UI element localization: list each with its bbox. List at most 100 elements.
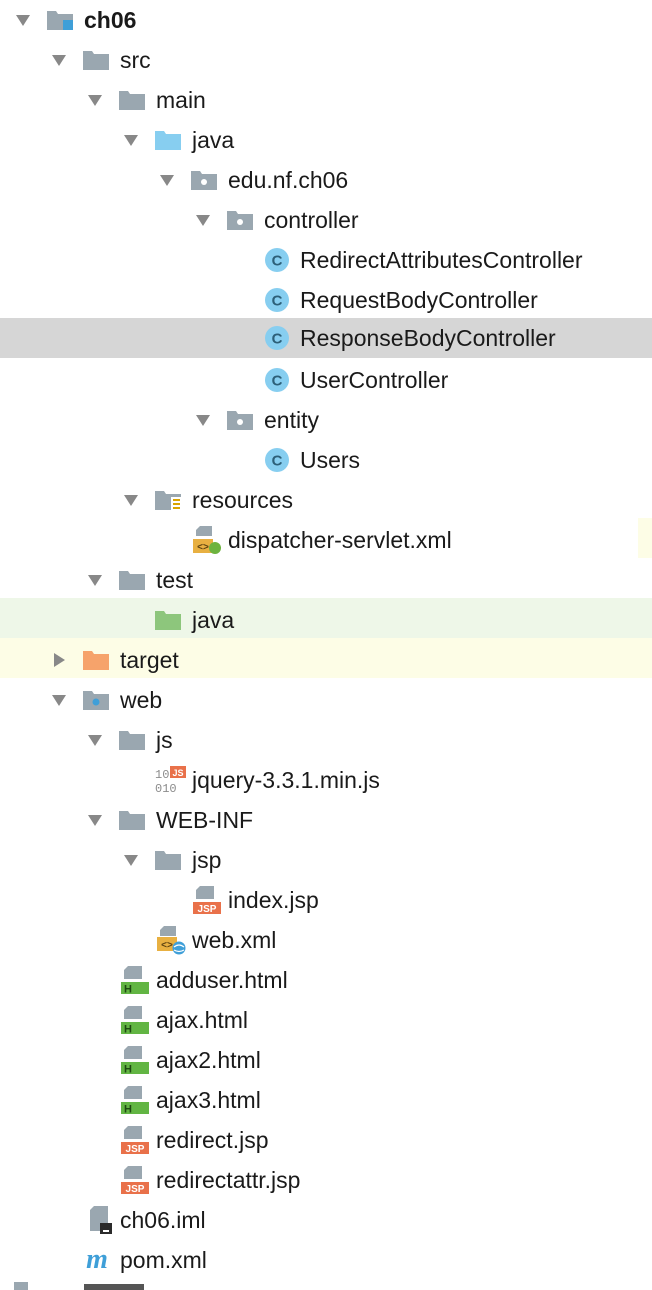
html-file-icon: H [121, 1046, 149, 1075]
response-body-controller-label: ResponseBodyController [300, 325, 556, 351]
tree-row-iml[interactable]: ch06.iml [0, 1200, 652, 1240]
folder-icon [119, 731, 145, 750]
tree-row-webinf[interactable]: WEB-INF [0, 800, 652, 840]
web-xml-icon: <> [157, 926, 186, 955]
class-icon: C [265, 326, 289, 350]
users-label: Users [300, 447, 361, 473]
iml-file-icon [90, 1206, 112, 1234]
package-icon [191, 171, 217, 190]
expand-arrow-icon[interactable] [10, 0, 36, 40]
collapsed-arrow-icon[interactable] [46, 640, 72, 680]
tree-row-index-jsp[interactable]: JSP index.jsp [0, 880, 652, 920]
java-test-label: java [192, 607, 235, 633]
class-icon: C [265, 368, 289, 392]
svg-text:<>: <> [161, 940, 173, 951]
source-folder-icon [155, 131, 181, 150]
tree-row-controller[interactable]: controller [0, 200, 652, 240]
expand-arrow-icon[interactable] [82, 80, 108, 120]
tree-row-package[interactable]: edu.nf.ch06 [0, 160, 652, 200]
tree-row-src[interactable]: src [0, 40, 652, 80]
redirect-attr-controller-label: RedirectAttributesController [300, 247, 583, 273]
expand-arrow-icon[interactable] [82, 720, 108, 760]
selected-row-highlight [0, 318, 652, 358]
tree-row-ajax-html[interactable]: H ajax.html [0, 1000, 652, 1040]
maven-icon: m [86, 1244, 108, 1274]
tree-row-adduser-html[interactable]: H adduser.html [0, 960, 652, 1000]
tree-row-redirect-attr-controller[interactable]: C RedirectAttributesController [0, 240, 652, 280]
svg-text:JS: JS [172, 768, 183, 778]
svg-text:10: 10 [155, 768, 169, 782]
tree-row-jquery[interactable]: 10 010 JS jquery-3.3.1.min.js [0, 760, 652, 800]
webinf-label: WEB-INF [156, 807, 254, 833]
jsp-folder-label: jsp [192, 847, 222, 873]
tree-row-ajax2-html[interactable]: H ajax2.html [0, 1040, 652, 1080]
resources-folder-icon [155, 491, 181, 510]
expand-arrow-icon[interactable] [154, 160, 180, 200]
folder-icon [119, 91, 145, 110]
svg-text:C: C [272, 253, 283, 270]
expand-arrow-icon[interactable] [82, 800, 108, 840]
tree-row-js[interactable]: js [0, 720, 652, 760]
tree-row-redirectattr-jsp[interactable]: JSP redirectattr.jsp [0, 1160, 652, 1200]
dispatcher-row-edge-highlight [638, 518, 652, 558]
tree-row-request-body-controller[interactable]: C RequestBodyController [0, 280, 652, 320]
tree-row-jsp-folder[interactable]: jsp [0, 840, 652, 880]
svg-text:H: H [124, 1104, 132, 1116]
package-label: edu.nf.ch06 [228, 167, 349, 193]
tree-row-ajax3-html[interactable]: H ajax3.html [0, 1080, 652, 1120]
controller-label: controller [264, 207, 359, 233]
partial-row-fragment [84, 1284, 144, 1290]
ajax3-html-label: ajax3.html [156, 1087, 261, 1113]
html-file-icon: H [121, 1086, 149, 1116]
tree-row-main[interactable]: main [0, 80, 652, 120]
folder-icon [155, 851, 181, 870]
expand-arrow-icon[interactable] [190, 400, 216, 440]
svg-text:JSP: JSP [126, 1184, 145, 1195]
html-file-icon: H [121, 966, 149, 995]
tree-row-response-body-controller[interactable]: C ResponseBodyController [0, 320, 652, 360]
spring-xml-icon: <> [193, 526, 221, 554]
web-folder-icon [83, 691, 109, 710]
expand-arrow-icon[interactable] [118, 480, 144, 520]
class-icon: C [265, 288, 289, 312]
folder-icon [83, 51, 109, 70]
tree-row-target[interactable]: target [0, 640, 652, 680]
tree-row-web-xml[interactable]: <> web.xml [0, 920, 652, 960]
svg-text:m: m [86, 1244, 108, 1274]
expand-arrow-icon[interactable] [190, 200, 216, 240]
entity-label: entity [264, 407, 319, 433]
test-label: test [156, 567, 194, 593]
minified-js-icon: 10 010 JS [155, 766, 186, 796]
src-label: src [120, 47, 151, 73]
tree-row-redirect-jsp[interactable]: JSP redirect.jsp [0, 1120, 652, 1160]
adduser-html-label: adduser.html [156, 967, 288, 993]
tree-row-dispatcher-xml[interactable]: <> dispatcher-servlet.xml [0, 520, 652, 560]
class-icon: C [265, 248, 289, 272]
svg-text:JSP: JSP [126, 1144, 145, 1155]
expand-arrow-icon[interactable] [82, 560, 108, 600]
tree-row-users[interactable]: C Users [0, 440, 652, 480]
tree-row-pom[interactable]: m pom.xml [0, 1240, 652, 1280]
tree-row-test[interactable]: test [0, 560, 652, 600]
svg-text:H: H [124, 1024, 132, 1036]
expand-arrow-icon[interactable] [46, 680, 72, 720]
expand-arrow-icon[interactable] [118, 840, 144, 880]
iml-label: ch06.iml [120, 1207, 206, 1233]
tree-row-web[interactable]: web [0, 680, 652, 720]
svg-text:010: 010 [155, 782, 177, 796]
dispatcher-xml-label: dispatcher-servlet.xml [228, 527, 452, 553]
test-folder-icon [155, 611, 181, 630]
expand-arrow-icon[interactable] [46, 40, 72, 80]
tree-row-project[interactable]: ch06 [0, 0, 652, 40]
tree-row-partial [0, 1280, 652, 1290]
tree-row-user-controller[interactable]: C UserController [0, 360, 652, 400]
tree-row-java-main[interactable]: java [0, 120, 652, 160]
expand-arrow-icon[interactable] [118, 120, 144, 160]
folder-icon [119, 811, 145, 830]
svg-text:<>: <> [197, 542, 209, 553]
tree-row-java-test[interactable]: java [0, 600, 652, 640]
folder-icon [119, 571, 145, 590]
tree-row-entity[interactable]: entity [0, 400, 652, 440]
java-main-label: java [192, 127, 235, 153]
tree-row-resources[interactable]: resources [0, 480, 652, 520]
